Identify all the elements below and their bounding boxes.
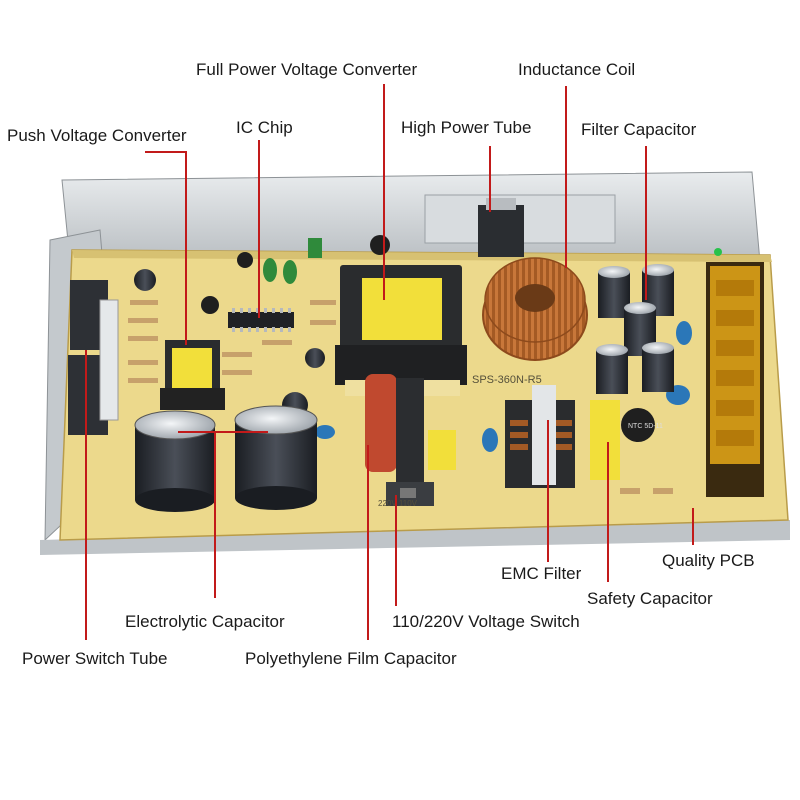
leader-lines: [85, 84, 694, 640]
ntc-marking: NTC 5D-11: [628, 423, 663, 430]
label-electrolytic-capacitor: Electrolytic Capacitor: [125, 612, 285, 631]
label-high-power-tube: High Power Tube: [401, 118, 532, 137]
ic-chip-part: [228, 308, 294, 332]
push-transformer: [160, 340, 225, 410]
heatsink: [424, 194, 616, 257]
terminal-block: [706, 248, 764, 497]
board-markings: SPS-360N-R5 NTC 5D-11 220V 110V: [378, 374, 663, 508]
label-filter-capacitor: Filter Capacitor: [581, 120, 697, 139]
label-ic-chip: IC Chip: [236, 118, 293, 137]
toroid-coil: [482, 257, 588, 361]
model-marking: SPS-360N-R5: [472, 374, 542, 386]
label-quality-pcb: Quality PCB: [662, 551, 755, 570]
safety-capacitor-part: [590, 400, 655, 480]
label-full-power-voltage-converter: Full Power Voltage Converter: [196, 60, 418, 79]
label-voltage-switch: 110/220V Voltage Switch: [392, 612, 580, 631]
label-polyethylene-film-capacitor: Polyethylene Film Capacitor: [245, 649, 457, 668]
filter-capacitors: [596, 264, 674, 394]
label-power-switch-tube: Power Switch Tube: [22, 649, 168, 668]
label-inductance-coil: Inductance Coil: [518, 60, 636, 79]
film-capacitor: [365, 374, 397, 472]
leader-push-voltage-converter: [145, 151, 187, 345]
label-emc-filter: EMC Filter: [501, 564, 582, 583]
main-transformer: [335, 265, 467, 396]
power-switch-tubes: [68, 280, 119, 435]
label-safety-capacitor: Safety Capacitor: [587, 589, 713, 608]
emc-filter-part: [505, 385, 575, 488]
label-push-voltage-converter: Push Voltage Converter: [7, 126, 187, 145]
switch-marking: 220V 110V: [378, 499, 418, 508]
voltage-switch-part: [386, 378, 456, 506]
